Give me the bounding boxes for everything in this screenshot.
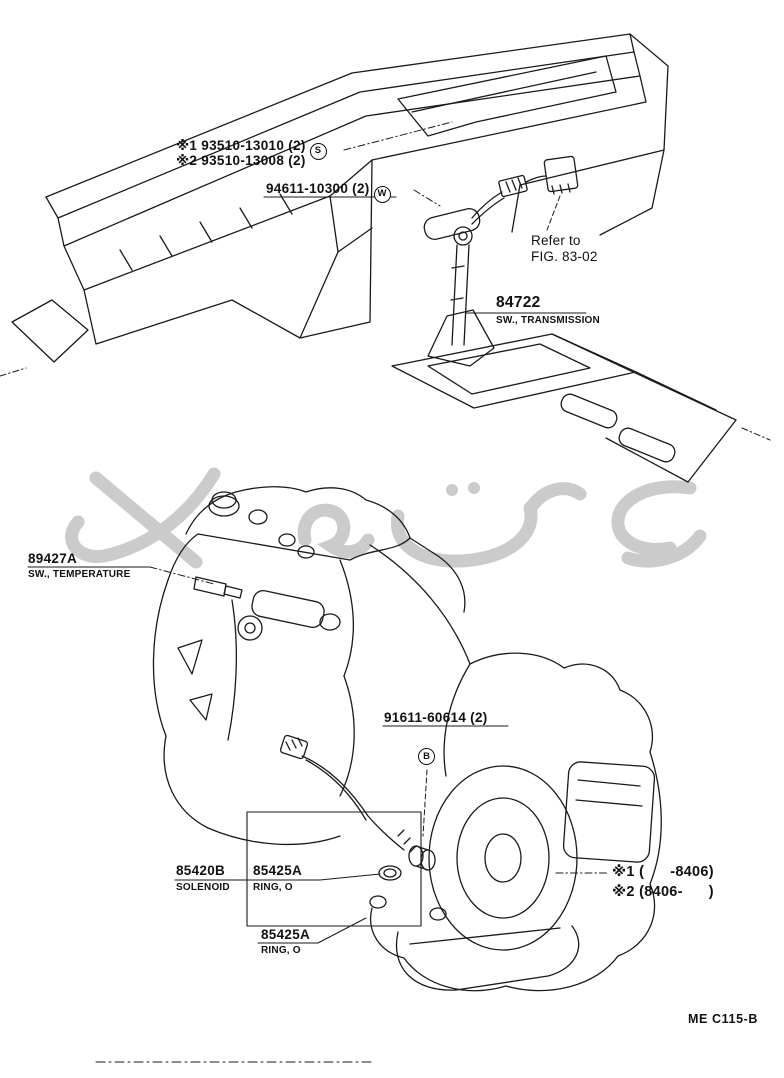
engine-drawing	[152, 486, 471, 846]
refer-line-1: Refer to	[531, 233, 581, 248]
label-oring1-desc: RING, O	[253, 882, 293, 893]
label-clamp-94611: 94611-10300 (2)W	[266, 181, 391, 203]
watermark-dots	[446, 482, 480, 496]
page-code: ME C115-B	[688, 1012, 759, 1026]
part-number-text: ※1 93510-13010 (2)	[176, 138, 306, 153]
note-model-range-1: ※1 ( -8406)	[612, 864, 714, 880]
note-model-range-2: ※2 (8406- )	[612, 884, 714, 900]
refer-line-2: FIG. 83-02	[531, 248, 598, 264]
group-box	[246, 811, 422, 927]
label-temperature-switch-number: 89427A	[28, 551, 78, 566]
label-oring2-number: 85425A	[261, 927, 311, 942]
solenoid-drawing	[279, 734, 436, 881]
label-solenoid-number: 85420B	[176, 863, 226, 878]
circled-s-badge: S	[309, 142, 327, 160]
label-transmission-switch-number: 84722	[496, 294, 541, 311]
label-oring2-desc: RING, O	[261, 945, 301, 956]
transmission-drawing	[369, 652, 662, 992]
label-oring1-number: 85425A	[253, 863, 303, 878]
label-solenoid-desc: SOLENOID	[176, 882, 230, 893]
harness-relay-drawing	[471, 155, 579, 225]
circled-b-badge: B	[418, 748, 435, 765]
label-transmission-switch-desc: SW., TRANSMISSION	[496, 315, 600, 326]
label-bolt-91611: 91611-60614 (2)	[384, 710, 488, 725]
part-number-text: ※2 93510-13008 (2)	[176, 153, 306, 168]
circled-w-badge: W	[373, 185, 391, 203]
label-refer-to-figure: Refer to FIG. 83-02	[531, 233, 598, 264]
label-clip-93510-13008: ※2 93510-13008 (2)	[176, 153, 306, 169]
leader-lines	[0, 121, 771, 1063]
watermark-logo	[65, 467, 707, 569]
shift-lever-drawing	[391, 208, 737, 483]
label-temperature-switch-desc: SW., TEMPERATURE	[28, 569, 131, 580]
instrument-panel-drawing	[11, 33, 669, 363]
label-clip-93510-13010: ※1 93510-13010 (2)S	[176, 138, 327, 160]
part-number-text: 94611-10300 (2)	[266, 181, 370, 196]
